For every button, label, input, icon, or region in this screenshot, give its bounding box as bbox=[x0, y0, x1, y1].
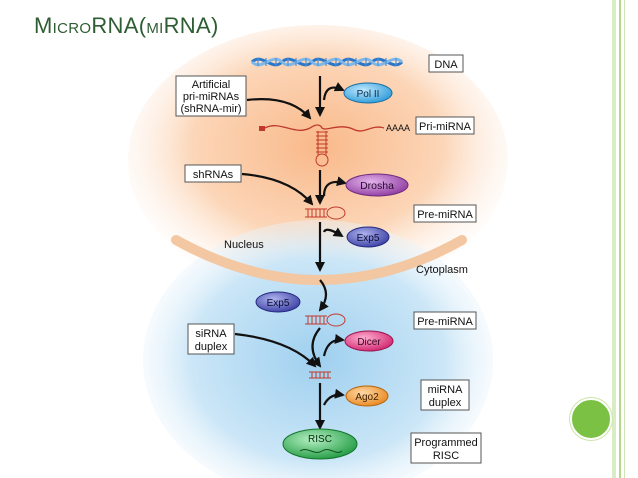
label-shrnas: shRNAs bbox=[184, 164, 242, 183]
label-dna: DNA bbox=[428, 54, 464, 73]
label-pre-mirna-top: Pre-miRNA bbox=[413, 204, 477, 223]
dicer-enzyme: Dicer bbox=[344, 330, 394, 352]
label-programmed-risc: Programmed RISC bbox=[410, 432, 482, 464]
svg-text:Ago2: Ago2 bbox=[355, 392, 379, 403]
exp5-enzyme-nucleus: Exp5 bbox=[346, 226, 390, 248]
pri-mirna-transcript: AAAA bbox=[259, 123, 410, 167]
svg-text:RISC: RISC bbox=[433, 450, 459, 462]
slide-title: MICRORNA(MIRNA) bbox=[34, 13, 219, 38]
svg-text:shRNAs: shRNAs bbox=[193, 169, 234, 181]
exp5-enzyme-cytoplasm: Exp5 bbox=[255, 291, 301, 313]
label-sirna-duplex: siRNA duplex bbox=[187, 323, 235, 355]
svg-text:DNA: DNA bbox=[434, 59, 458, 71]
svg-text:pri-miRNAs: pri-miRNAs bbox=[183, 91, 240, 103]
svg-text:Pri-miRNA: Pri-miRNA bbox=[419, 121, 472, 133]
ago2-enzyme: Ago2 bbox=[345, 385, 389, 407]
pre-mirna-hairpin-nucleus bbox=[305, 206, 346, 220]
svg-text:Pol II: Pol II bbox=[357, 89, 380, 100]
svg-text:AAAA: AAAA bbox=[386, 123, 410, 133]
svg-text:miRNA: miRNA bbox=[428, 384, 463, 396]
svg-text:Pre-miRNA: Pre-miRNA bbox=[417, 209, 473, 221]
dna-helix bbox=[250, 57, 404, 67]
decor-line-1 bbox=[612, 0, 616, 478]
label-artificial-pri-mirnas: Artificial pri-miRNAs (shRNA-mir) bbox=[175, 75, 247, 117]
svg-text:(shRNA-mir): (shRNA-mir) bbox=[180, 103, 241, 115]
svg-text:RISC: RISC bbox=[308, 434, 332, 445]
label-pri-mirna: Pri-miRNA bbox=[415, 116, 475, 135]
svg-text:duplex: duplex bbox=[429, 397, 462, 409]
mirna-duplex-strand bbox=[309, 371, 331, 379]
pre-mirna-hairpin-cytoplasm bbox=[305, 313, 346, 327]
svg-text:Programmed: Programmed bbox=[414, 437, 478, 449]
label-mirna-duplex: miRNA duplex bbox=[420, 379, 470, 411]
svg-text:Artificial: Artificial bbox=[192, 79, 231, 91]
label-pre-mirna-bottom: Pre-miRNA bbox=[413, 311, 477, 330]
pathway-arrows bbox=[234, 76, 347, 430]
svg-text:Exp5: Exp5 bbox=[267, 298, 290, 309]
decor-line-2 bbox=[619, 0, 621, 478]
svg-text:Dicer: Dicer bbox=[357, 337, 381, 348]
cytoplasm-label: Cytoplasm bbox=[416, 264, 468, 276]
drosha-enzyme: Drosha bbox=[345, 173, 409, 197]
svg-text:Drosha: Drosha bbox=[360, 180, 394, 192]
cytoplasm-region bbox=[143, 220, 493, 478]
pol-ii-enzyme: Pol II bbox=[343, 82, 393, 104]
svg-text:duplex: duplex bbox=[195, 341, 228, 353]
nucleus-label: Nucleus bbox=[224, 239, 264, 251]
bullet-circle bbox=[570, 398, 612, 440]
nuclear-membrane bbox=[171, 235, 467, 285]
svg-text:Pre-miRNA: Pre-miRNA bbox=[417, 316, 473, 328]
decor-line-3 bbox=[624, 0, 625, 478]
svg-text:siRNA: siRNA bbox=[195, 328, 227, 340]
svg-text:Exp5: Exp5 bbox=[357, 233, 380, 244]
risc-complex: RISC bbox=[282, 428, 358, 460]
